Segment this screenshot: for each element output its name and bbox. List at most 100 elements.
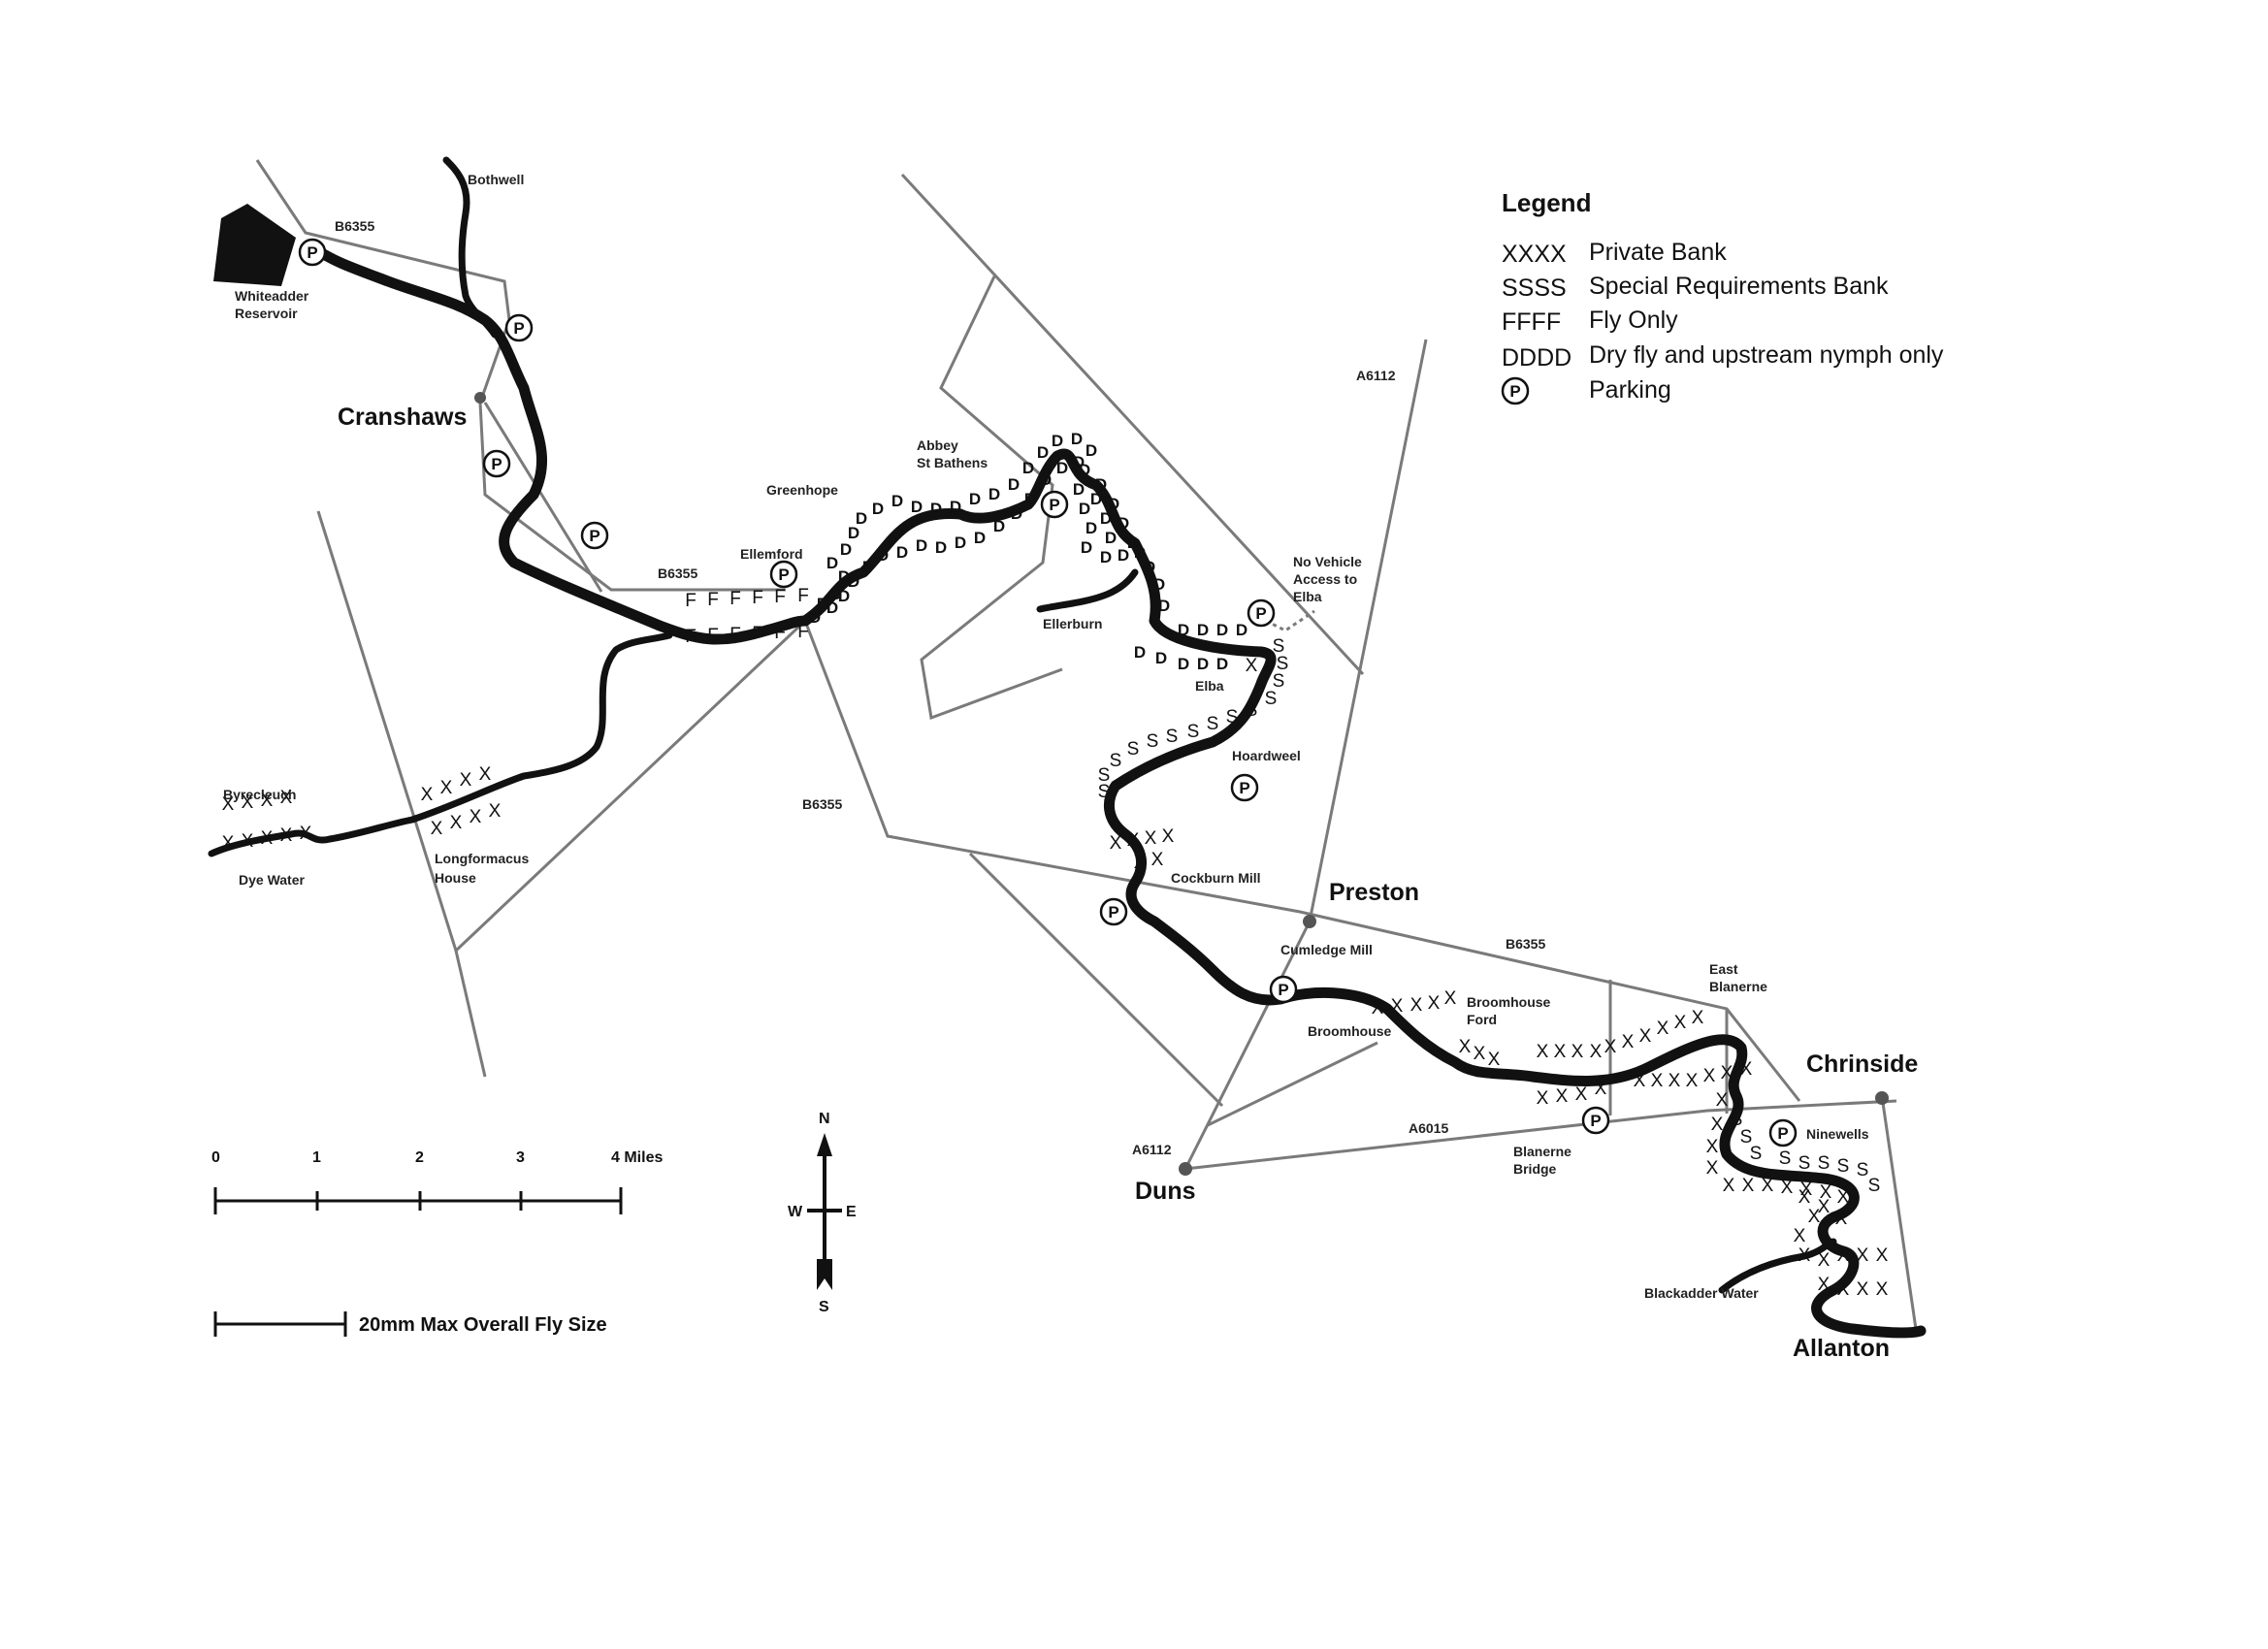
- dry-bank-mark: D: [1095, 475, 1107, 494]
- special-bank-mark: S: [1740, 1127, 1753, 1148]
- private-bank-mark: X: [1781, 1178, 1794, 1198]
- parking-icon: P: [504, 313, 534, 342]
- parking-icon: P: [1099, 897, 1128, 926]
- road-label-a6015: A6015: [1409, 1120, 1448, 1136]
- private-bank-mark: X: [1459, 1037, 1472, 1057]
- private-bank-mark: X: [1706, 1158, 1719, 1179]
- parking-icon: P: [298, 238, 327, 267]
- parking-icon: P: [1230, 773, 1259, 802]
- dry-bank-mark: D: [1085, 441, 1097, 460]
- legend: Legend XXXX Private Bank SSSS Special Re…: [1501, 188, 1944, 405]
- private-bank-mark: X: [1762, 1176, 1774, 1196]
- dry-bank-mark: D: [1178, 621, 1189, 639]
- private-bank-mark: X: [1703, 1066, 1716, 1086]
- private-bank-mark: X: [1798, 1245, 1811, 1266]
- legend-code-special: SSSS: [1502, 275, 1567, 302]
- scale-tick-2: 2: [415, 1149, 424, 1166]
- road-a6112-north: [900, 173, 1365, 676]
- private-bank-mark: X: [1590, 1042, 1603, 1062]
- private-bank-mark: X: [1372, 998, 1384, 1018]
- road-a6015: [1184, 1099, 1897, 1171]
- special-bank-mark: S: [1750, 1144, 1763, 1164]
- dry-bank-mark: D: [1118, 546, 1129, 565]
- river-whiteadder-water: [307, 242, 1927, 1339]
- dry-bank-mark: D: [1024, 490, 1036, 508]
- dry-bank-mark: D: [1100, 509, 1112, 528]
- private-bank-mark: X: [1692, 1008, 1704, 1028]
- fly-bank-mark: F: [707, 626, 719, 646]
- road-longformacus-east: [454, 619, 807, 953]
- place-label-cumledgemill: Cumledge Mill: [1280, 942, 1373, 957]
- place-label-abbey-2: St Bathens: [917, 455, 988, 470]
- dry-bank-mark: D: [838, 567, 850, 586]
- private-bank-mark: X: [1818, 1250, 1831, 1271]
- svg-text:P: P: [1049, 496, 1059, 514]
- svg-text:P: P: [491, 455, 502, 473]
- private-bank-mark: X: [1674, 1013, 1687, 1033]
- dry-bank-mark: D: [1037, 443, 1049, 462]
- dry-bank-mark: D: [856, 509, 867, 528]
- svg-text:P: P: [1108, 903, 1118, 922]
- svg-text:P: P: [1239, 779, 1249, 797]
- river-blackadder-water: [1718, 1238, 1837, 1294]
- compass-w: W: [788, 1204, 803, 1220]
- private-bank-mark: X: [431, 819, 443, 839]
- legend-label-dry: Dry fly and upstream nymph only: [1589, 341, 1944, 369]
- private-bank-mark: X: [1410, 995, 1423, 1016]
- road-label-a6112-b: A6112: [1132, 1142, 1172, 1157]
- private-bank-mark: X: [1742, 1176, 1755, 1196]
- special-bank-mark: S: [1110, 751, 1122, 771]
- private-bank-mark: X: [1639, 1026, 1652, 1047]
- private-bank-mark: X: [1604, 1037, 1617, 1057]
- private-bank-mark: X: [1820, 1182, 1832, 1203]
- private-bank-mark: X: [1800, 1180, 1813, 1200]
- special-bank-mark: S: [1273, 671, 1285, 692]
- dry-bank-mark: D: [1008, 475, 1020, 494]
- place-label-ninewells: Ninewells: [1806, 1126, 1869, 1142]
- legend-label-special: Special Requirements Bank: [1589, 273, 1889, 300]
- legend-code-fly: FFFF: [1502, 308, 1561, 336]
- dry-bank-mark: D: [1073, 480, 1085, 499]
- private-bank-mark: X: [1622, 1032, 1635, 1052]
- special-bank-mark: S: [1798, 1153, 1811, 1174]
- special-bank-mark: S: [1207, 714, 1219, 734]
- road-broomhouse: [1207, 1041, 1378, 1127]
- dry-bank-mark: D: [1079, 461, 1090, 479]
- fly-bank-mark: F: [752, 624, 763, 644]
- dry-bank-mark: D: [809, 608, 821, 627]
- compass-s: S: [819, 1299, 829, 1315]
- road-chirnside: [1880, 1095, 1918, 1330]
- parking-icon: P: [482, 449, 511, 478]
- dry-bank-mark: D: [1022, 459, 1034, 477]
- dry-bank-mark: D: [877, 546, 889, 565]
- dry-bank-mark: D: [1052, 432, 1063, 450]
- road-b6355-link: [483, 402, 603, 593]
- private-bank-mark: X: [1556, 1086, 1569, 1107]
- special-bank-mark: S: [1731, 1110, 1743, 1130]
- place-label-greenhope: Greenhope: [766, 482, 838, 498]
- dry-bank-mark: D: [848, 524, 859, 542]
- dry-bank-mark: D: [826, 598, 838, 617]
- road-b6355-east: [803, 620, 1801, 1102]
- parking-icon: P: [1581, 1106, 1610, 1135]
- private-bank-mark: X: [1669, 1071, 1681, 1091]
- dry-bank-mark: D: [1197, 621, 1209, 639]
- special-bank-mark: S: [1273, 636, 1285, 657]
- private-bank-mark: X: [1706, 1137, 1719, 1157]
- private-bank-mark: X: [261, 791, 274, 811]
- fly-bank-mark: F: [685, 627, 697, 647]
- dry-bank-mark: D: [1144, 558, 1155, 576]
- fly-size-label: 20mm Max Overall Fly Size: [359, 1314, 607, 1336]
- dry-bank-mark: D: [1216, 621, 1228, 639]
- dry-bank-mark: D: [1236, 621, 1247, 639]
- fly-bank-mark: F: [774, 623, 786, 643]
- private-bank-mark: X: [1444, 988, 1457, 1009]
- private-bank-mark: X: [1474, 1044, 1486, 1064]
- town-dot-preston: [1303, 915, 1316, 928]
- private-bank-mark: X: [1537, 1088, 1549, 1109]
- dry-bank-mark: D: [896, 543, 908, 562]
- place-label-longformacus-2: House: [435, 870, 476, 886]
- legend-parking-icon: P: [1501, 376, 1530, 405]
